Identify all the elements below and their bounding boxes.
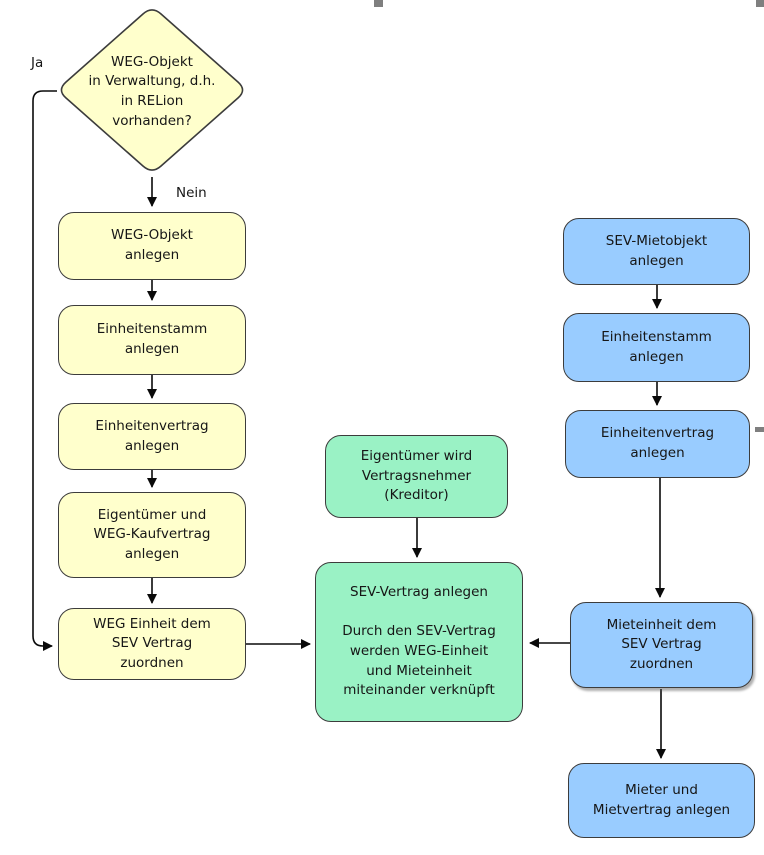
- node-label: SEV-Vertrag anlegen Durch den SEV-Vertra…: [342, 584, 496, 699]
- screen-artifact-top-right: [756, 0, 764, 7]
- node-eigentuemer-kaufvertrag-anlegen: Eigentümer und WEG-Kaufvertrag anlegen: [58, 492, 246, 578]
- node-label: Mieter und Mietvertrag anlegen: [592, 781, 731, 818]
- node-label: WEG-Objekt anlegen: [111, 227, 193, 263]
- screen-artifact-top-center: [374, 0, 383, 7]
- branch-label-nein: Nein: [176, 185, 207, 201]
- node-label: Einheitenvertrag anlegen: [95, 417, 209, 454]
- node-label: SEV-Mietobjekt anlegen: [605, 232, 708, 269]
- connector-ja: [32, 90, 57, 651]
- node-miet-einheitenstamm-anlegen: Einheitenstamm anlegen: [563, 313, 750, 382]
- node-sev-mietobjekt-anlegen: SEV-Mietobjekt anlegen: [563, 218, 750, 285]
- node-label: Mieteinheit dem SEV Vertrag zuordnen: [606, 616, 717, 672]
- decision-label: WEG-Objekt in Verwaltung, d.h. in RELion…: [88, 53, 216, 129]
- node-eigentuemer-vertragsnehmer: Eigentümer wird Vertragsnehmer (Kreditor…: [325, 435, 508, 518]
- node-label: Einheitenstamm anlegen: [601, 328, 712, 365]
- node-label: WEG Einheit dem SEV Vertrag zuordnen: [93, 615, 211, 671]
- node-weg-objekt-anlegen: WEG-Objekt anlegen: [58, 212, 246, 280]
- decision-diamond-shape: [60, 9, 244, 171]
- node-label: Einheitenvertrag anlegen: [600, 425, 715, 461]
- branch-label-ja: Ja: [31, 55, 44, 71]
- node-miet-einheitenvertrag-anlegen: Einheitenvertrag anlegen: [565, 410, 750, 478]
- node-mieteinheit-sev-zuordnen: Mieteinheit dem SEV Vertrag zuordnen: [570, 602, 753, 688]
- screen-artifact-right-edge: [755, 427, 764, 432]
- node-label: Eigentümer wird Vertragsnehmer (Kreditor…: [360, 448, 473, 504]
- node-sev-vertrag-anlegen: SEV-Vertrag anlegen Durch den SEV-Vertra…: [315, 562, 523, 722]
- node-weg-einheit-sev-zuordnen: WEG Einheit dem SEV Vertrag zuordnen: [58, 608, 246, 680]
- node-weg-einheitenstamm-anlegen: Einheitenstamm anlegen: [58, 305, 246, 375]
- node-weg-einheitenvertrag-anlegen: Einheitenvertrag anlegen: [58, 403, 246, 470]
- node-label: Eigentümer und WEG-Kaufvertrag anlegen: [93, 506, 211, 562]
- node-mieter-mietvertrag-anlegen: Mieter und Mietvertrag anlegen: [568, 763, 755, 838]
- decision-node: WEG-Objekt in Verwaltung, d.h. in RELion…: [57, 48, 247, 136]
- node-label: Einheitenstamm anlegen: [96, 321, 208, 357]
